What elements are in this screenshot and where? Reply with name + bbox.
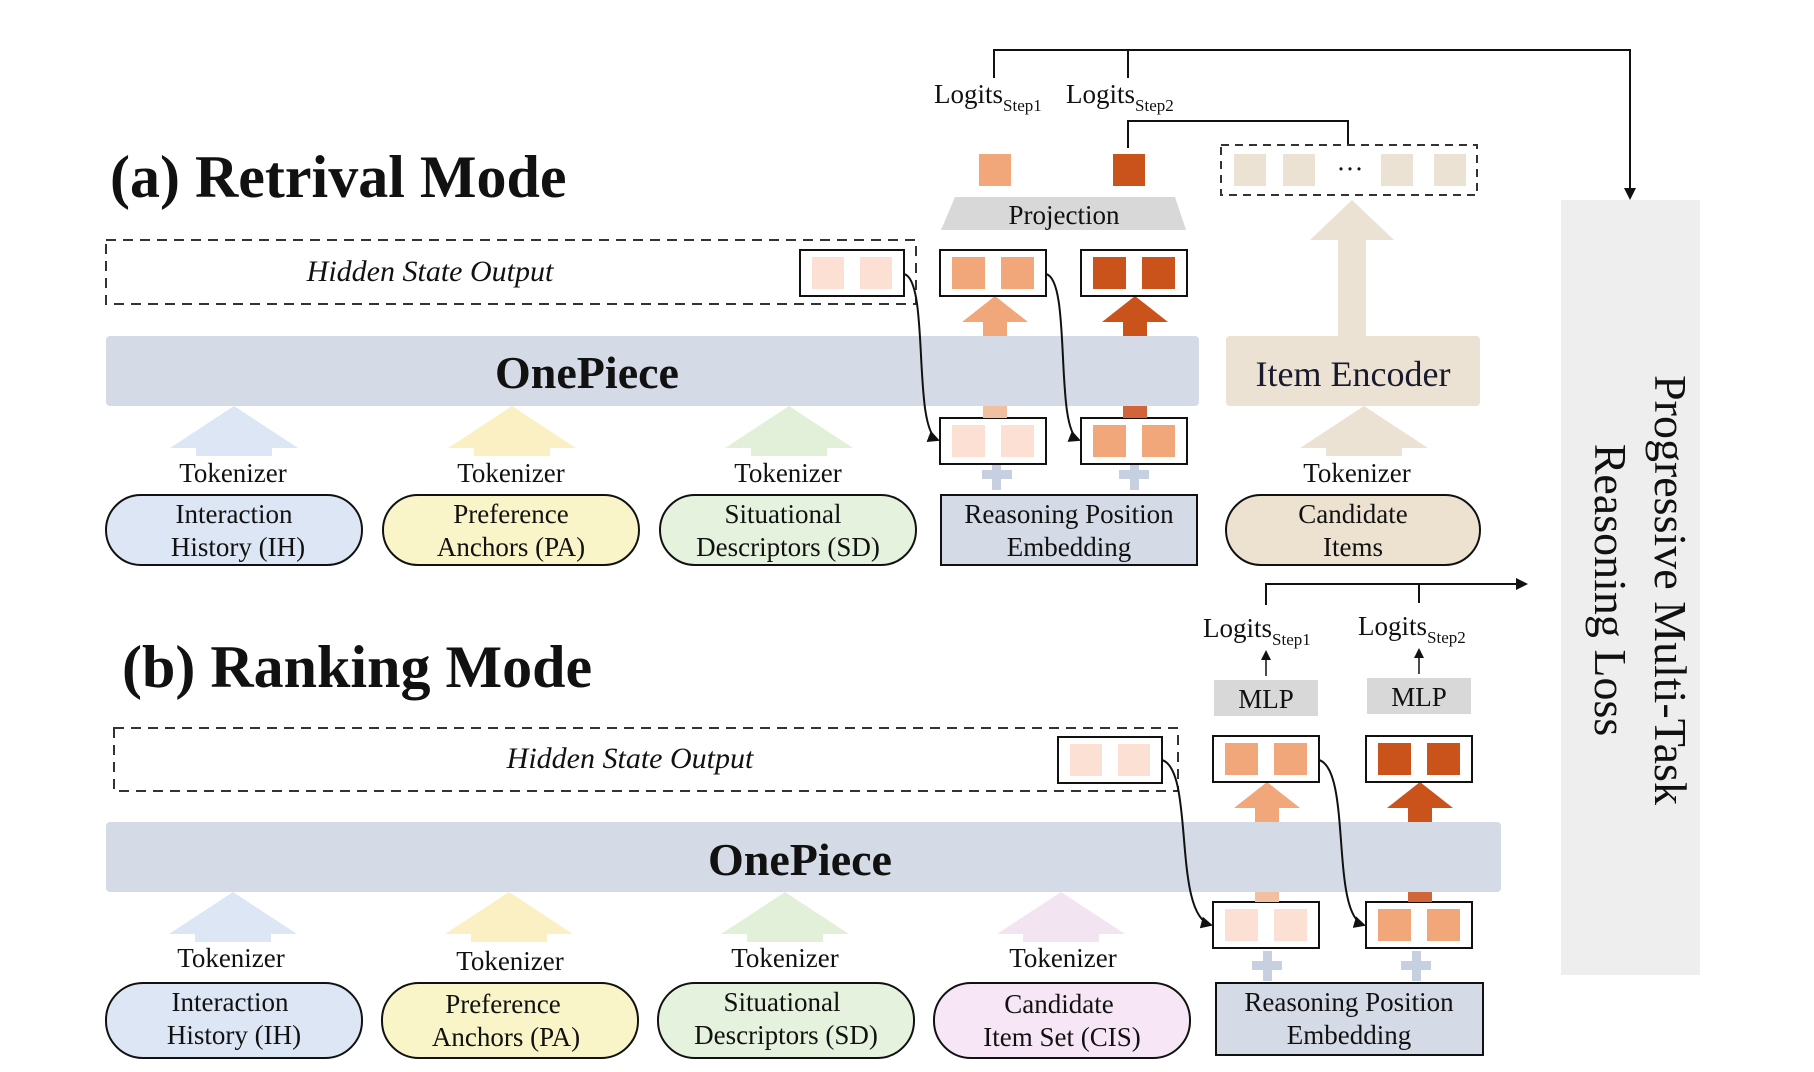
- ranking-logits-step1: LogitsStep1: [1203, 613, 1311, 649]
- svg-text:History (IH): History (IH): [167, 1020, 301, 1050]
- svg-text:Situational: Situational: [725, 499, 842, 529]
- svg-text:Reasoning Position: Reasoning Position: [964, 499, 1174, 529]
- svg-text:Descriptors (SD): Descriptors (SD): [696, 532, 880, 562]
- retrieval-hidden-state-label: Hidden State Output: [306, 255, 554, 288]
- retrieval-tokenizer-arrows: [170, 406, 1428, 456]
- loss-label-line2: Reasoning Loss: [1585, 444, 1636, 737]
- up-arrow-orange: [1234, 782, 1300, 822]
- tokenizer-label: Tokenizer: [177, 943, 285, 973]
- svg-text:History (IH): History (IH): [171, 532, 305, 562]
- tokenizer-label: Tokenizer: [456, 946, 564, 976]
- feedback-arrow: [903, 273, 940, 442]
- tokenizer-label: Tokenizer: [179, 458, 287, 488]
- tokenizer-label: Tokenizer: [1009, 943, 1117, 973]
- retrieval-mode-section: (a) Retrival Mode Hidden State Output On…: [105, 49, 1636, 566]
- reasoning-token-pair-2: [1080, 417, 1188, 465]
- retrieval-onepiece-label: OnePiece: [495, 347, 679, 398]
- ranking-tokenizer-arrows: [169, 892, 1125, 942]
- ranking-title: (b) Ranking Mode: [122, 634, 592, 700]
- svg-text:Embedding: Embedding: [1287, 1020, 1411, 1050]
- item-encoder-label: Item Encoder: [1256, 354, 1451, 394]
- loss-panel: Progressive Multi-Task Reasoning Loss: [1561, 200, 1700, 975]
- mlp-block-2: MLP: [1367, 678, 1471, 714]
- reasoning-token-pair-1: [1212, 901, 1320, 949]
- item-encoder-up-arrow: [1310, 200, 1394, 336]
- svg-text:Anchors (PA): Anchors (PA): [432, 1022, 580, 1052]
- input-preference-anchors: Preference Anchors (PA): [381, 982, 639, 1059]
- svg-text:Candidate: Candidate: [1298, 499, 1407, 529]
- up-arrow-dark-orange: [1102, 296, 1168, 336]
- feedback-arrow: [1045, 273, 1081, 442]
- retrieval-hidden-state-box: Hidden State Output: [105, 239, 917, 305]
- output-token-pair-2: [1080, 249, 1188, 297]
- retrieval-logits-step1: LogitsStep1: [934, 79, 1042, 115]
- ranking-logits-step2: LogitsStep2: [1358, 611, 1466, 647]
- svg-text:Preference: Preference: [445, 989, 560, 1019]
- tokenizer-label: Tokenizer: [1303, 458, 1411, 488]
- ranking-onepiece-bar: OnePiece: [106, 822, 1501, 892]
- up-arrow-dark-orange: [1387, 782, 1453, 822]
- tokenizer-label: Tokenizer: [734, 458, 842, 488]
- svg-text:Items: Items: [1323, 532, 1383, 562]
- mlp-block-1: MLP: [1214, 680, 1318, 716]
- feedback-arrow: [1161, 759, 1213, 929]
- ellipsis: ···: [1337, 154, 1364, 184]
- reasoning-token-pair-1: [939, 417, 1047, 465]
- retrieval-logits-step2: LogitsStep2: [1066, 79, 1174, 115]
- svg-text:Embedding: Embedding: [1007, 532, 1131, 562]
- svg-text:Interaction: Interaction: [176, 499, 293, 529]
- projection-block: Projection: [941, 197, 1186, 230]
- svg-text:Situational: Situational: [724, 987, 841, 1017]
- item-encoder-block: Item Encoder: [1226, 336, 1480, 406]
- feedback-arrow: [1318, 759, 1366, 928]
- tokenizer-label: Tokenizer: [457, 458, 565, 488]
- reasoning-token-pair-2: [1365, 901, 1473, 949]
- loss-connector: [1265, 578, 1528, 605]
- loss-connector: [993, 49, 1636, 200]
- tokenizer-label: Tokenizer: [731, 943, 839, 973]
- projection-label: Projection: [1009, 200, 1120, 230]
- input-preference-anchors: Preference Anchors (PA): [382, 494, 640, 566]
- ranking-hidden-state-box: Hidden State Output: [113, 727, 1179, 792]
- input-candidate-items: Candidate Items: [1225, 494, 1481, 566]
- up-arrow-orange: [962, 296, 1028, 336]
- svg-text:Item Set (CIS): Item Set (CIS): [983, 1022, 1140, 1052]
- plus-icon: [982, 460, 1149, 490]
- svg-text:Descriptors (SD): Descriptors (SD): [694, 1020, 878, 1050]
- mlp-label: MLP: [1391, 682, 1447, 712]
- input-interaction-history: Interaction History (IH): [105, 982, 363, 1059]
- plus-icon: [1252, 951, 1431, 981]
- ranking-reasoning-position-embedding: Reasoning Position Embedding: [1215, 982, 1484, 1056]
- logit-token-step1: [979, 154, 1011, 186]
- output-token-pair-1: [939, 249, 1047, 297]
- svg-text:Candidate: Candidate: [1004, 989, 1113, 1019]
- ranking-hidden-state-label: Hidden State Output: [506, 742, 754, 775]
- output-token-pair-1: [1212, 735, 1320, 783]
- output-token-pair-2: [1365, 735, 1473, 783]
- svg-text:Interaction: Interaction: [172, 987, 289, 1017]
- ranking-mode-section: (b) Ranking Mode Hidden State Output One…: [105, 578, 1528, 1059]
- retrieval-title: (a) Retrival Mode: [110, 144, 567, 210]
- logit-token-step2: [1113, 154, 1145, 186]
- retrieval-onepiece-bar: OnePiece: [106, 336, 1199, 406]
- mlp-label: MLP: [1238, 684, 1294, 714]
- candidate-embeddings-box: ···: [1220, 144, 1478, 196]
- ranking-onepiece-label: OnePiece: [708, 834, 892, 885]
- loss-label-line1: Progressive Multi-Task: [1645, 375, 1696, 805]
- similarity-connector: [1127, 120, 1349, 148]
- svg-text:Reasoning Position: Reasoning Position: [1244, 987, 1454, 1017]
- input-candidate-item-set: Candidate Item Set (CIS): [933, 982, 1191, 1059]
- svg-text:Preference: Preference: [453, 499, 568, 529]
- svg-text:Anchors (PA): Anchors (PA): [437, 532, 585, 562]
- input-situational-descriptors: Situational Descriptors (SD): [657, 982, 915, 1059]
- input-interaction-history: Interaction History (IH): [105, 494, 363, 566]
- input-situational-descriptors: Situational Descriptors (SD): [659, 494, 917, 566]
- retrieval-reasoning-position-embedding: Reasoning Position Embedding: [940, 494, 1198, 566]
